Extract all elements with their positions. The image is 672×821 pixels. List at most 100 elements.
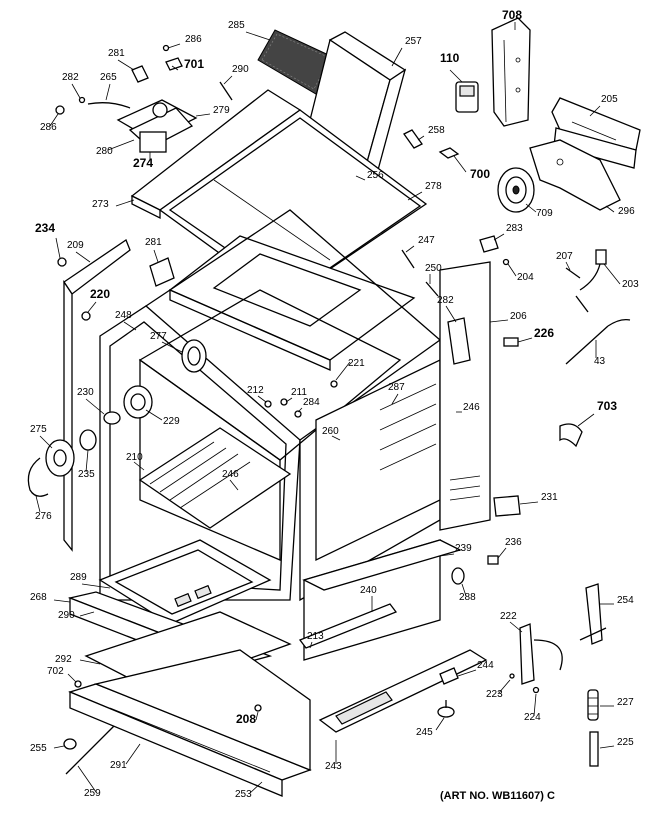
foot-255 xyxy=(63,738,77,750)
clip-282-right xyxy=(447,317,471,365)
clip-283 xyxy=(479,235,499,253)
part-label: 279 xyxy=(213,105,230,116)
part-label: 226 xyxy=(534,326,554,340)
part-235 xyxy=(79,429,97,451)
part-label: 286 xyxy=(185,34,202,45)
part-label: 43 xyxy=(594,356,606,367)
screw-204 xyxy=(502,258,510,266)
screw-223 xyxy=(509,673,515,679)
part-label: 700 xyxy=(470,167,490,181)
part-label: 221 xyxy=(348,358,365,369)
screw-212 xyxy=(264,400,272,408)
relay-110 xyxy=(449,69,479,113)
part-label: 244 xyxy=(477,660,494,671)
clip-700 xyxy=(438,147,460,159)
clip-258 xyxy=(403,129,423,149)
part-label: 709 xyxy=(536,208,553,219)
part-label: 286 xyxy=(40,122,57,133)
part-label: 255 xyxy=(30,743,47,754)
part-label: 206 xyxy=(510,311,527,322)
plug-203 xyxy=(579,249,607,291)
rod-250 xyxy=(425,281,439,297)
burner-229 xyxy=(123,385,153,419)
part-label: 260 xyxy=(322,426,339,437)
part-label: 110 xyxy=(440,51,460,65)
part-label: 223 xyxy=(486,689,503,700)
part-label: 229 xyxy=(163,416,180,427)
part-label: 282 xyxy=(437,295,454,306)
foot-245 xyxy=(437,700,455,718)
part-label: 265 xyxy=(100,72,117,83)
part-label: 247 xyxy=(418,235,435,246)
part-label: 253 xyxy=(235,789,252,800)
bracket-703 xyxy=(559,423,583,448)
screw-286-left xyxy=(55,105,65,115)
rod-247 xyxy=(401,249,415,269)
part-label: 254 xyxy=(617,595,634,606)
part-label: 240 xyxy=(360,585,377,596)
valve-assembly-274 xyxy=(87,99,198,160)
spring-227 xyxy=(587,689,599,721)
bracket-281-left xyxy=(149,257,175,287)
screw-211 xyxy=(280,398,288,406)
art-number: (ART NO. WB11607) C xyxy=(440,790,555,802)
bracket-244 xyxy=(439,667,459,685)
part-label: 236 xyxy=(505,537,522,548)
base-drawer-253 xyxy=(68,649,312,797)
part-206 xyxy=(575,295,589,313)
part-label: 209 xyxy=(67,240,84,251)
part-label: 234 xyxy=(35,221,55,235)
part-label: 292 xyxy=(55,654,72,665)
liner-frame-261 xyxy=(168,235,416,371)
part-label: 274 xyxy=(133,156,153,170)
part-label: 243 xyxy=(325,761,342,772)
part-label: 290 xyxy=(232,64,249,75)
part-label: 283 xyxy=(506,223,523,234)
bolt-290 xyxy=(219,81,233,101)
part-label: 281 xyxy=(108,48,125,59)
part-label: 275 xyxy=(30,424,47,435)
part-label: 296 xyxy=(618,206,635,217)
part-label: 281 xyxy=(145,237,162,248)
part-label: 290 xyxy=(58,610,75,621)
part-label: 213 xyxy=(307,631,324,642)
part-label: 207 xyxy=(556,251,573,262)
part-label: 284 xyxy=(303,397,320,408)
plate-701 xyxy=(165,57,183,71)
screw-236 xyxy=(487,555,499,565)
part-label: 220 xyxy=(90,287,110,301)
screw-284 xyxy=(294,410,302,418)
part-label: 245 xyxy=(416,727,433,738)
part-label: 235 xyxy=(78,469,95,480)
part-label: 258 xyxy=(428,125,445,136)
part-label: 208 xyxy=(236,712,256,726)
screw-286-top xyxy=(162,44,170,52)
part-label: 230 xyxy=(77,387,94,398)
part-label: 291 xyxy=(110,760,127,771)
screw-234 xyxy=(57,257,67,267)
part-label: 278 xyxy=(425,181,442,192)
part-label: 225 xyxy=(617,737,634,748)
part-label: 282 xyxy=(62,72,79,83)
rod-259 xyxy=(65,725,115,775)
part-label: 256 xyxy=(367,170,384,181)
bracket-222 xyxy=(519,623,563,685)
part-label: 203 xyxy=(622,279,639,290)
part-label: 204 xyxy=(517,272,534,283)
part-label: 231 xyxy=(541,492,558,503)
screw-282-top xyxy=(78,96,86,104)
fan-wheel-709 xyxy=(497,167,535,213)
part-label: 703 xyxy=(597,399,617,413)
screw-702 xyxy=(74,680,82,688)
part-label: 246 xyxy=(463,402,480,413)
hinge-254 xyxy=(579,583,607,645)
knob-275 xyxy=(45,439,75,477)
part-label: 708 xyxy=(502,8,522,22)
bracket-281-top xyxy=(131,65,149,83)
part-label: 285 xyxy=(228,20,245,31)
part-label: 268 xyxy=(30,592,47,603)
part-label: 701 xyxy=(184,57,204,71)
part-label: 224 xyxy=(524,712,541,723)
